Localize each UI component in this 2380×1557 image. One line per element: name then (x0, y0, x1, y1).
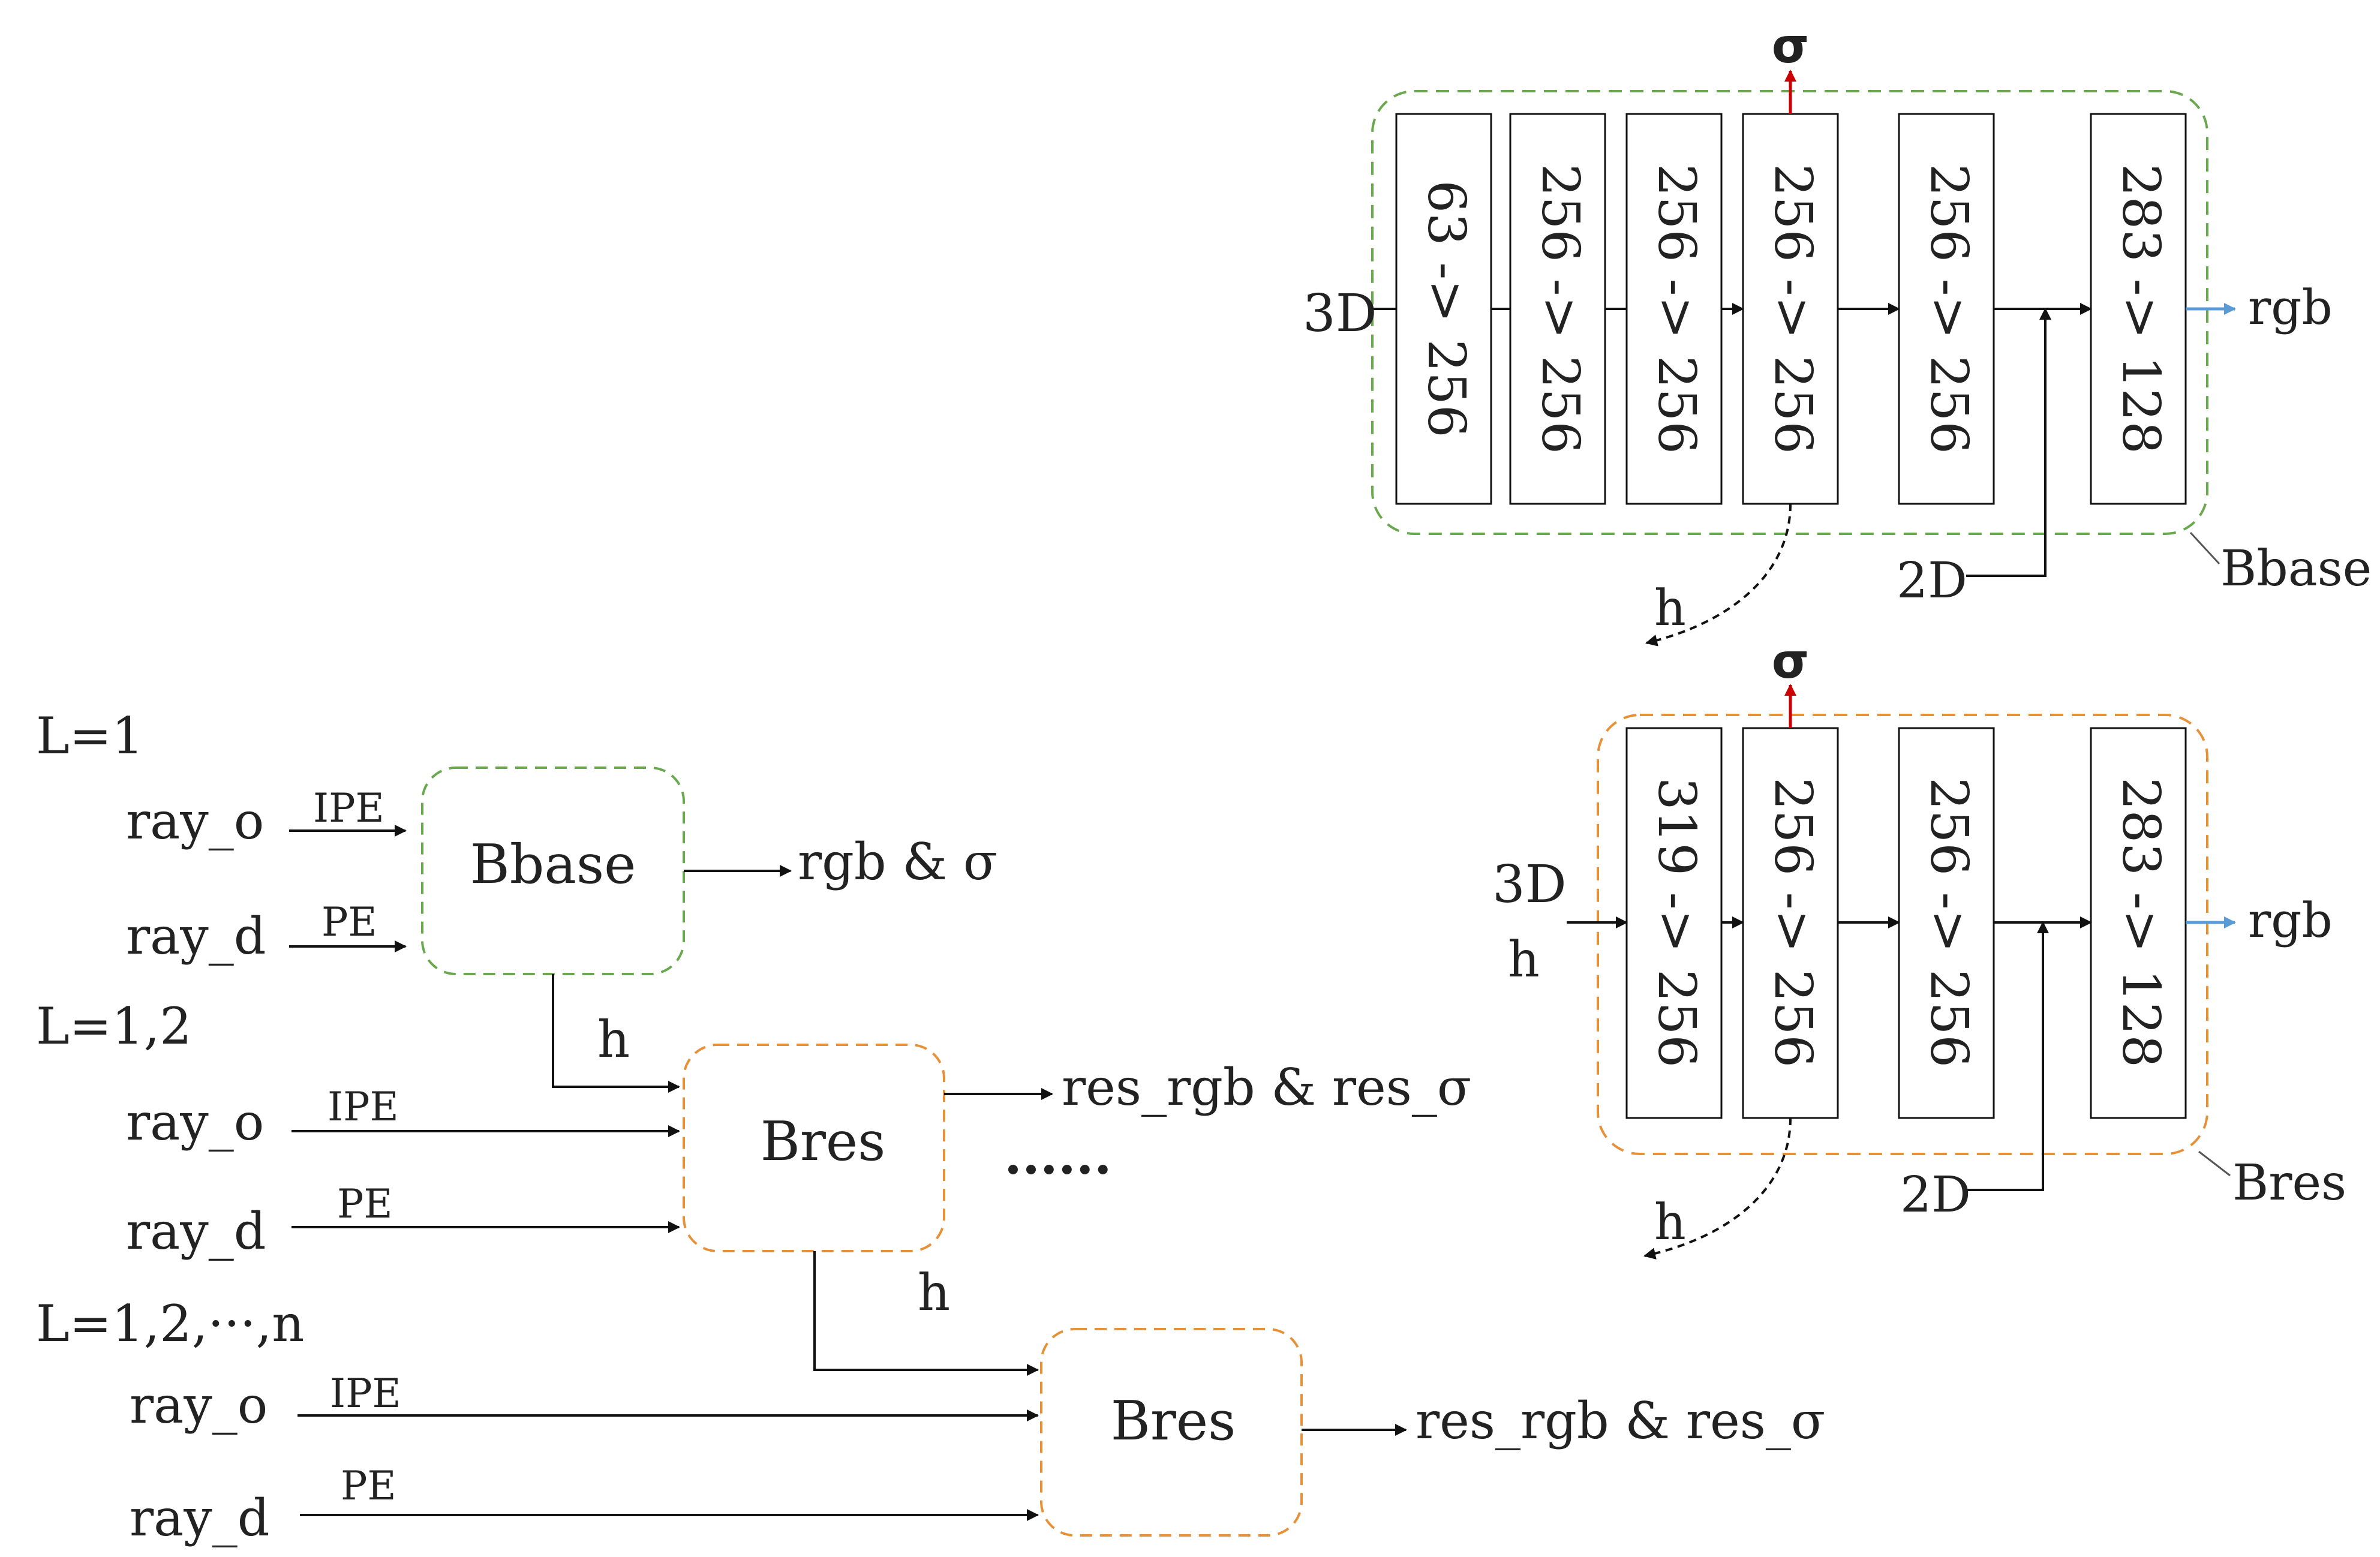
stage2-h-label: h (597, 1010, 630, 1069)
bbase-layer-4: 256 -> 256 (1763, 164, 1823, 454)
bres-name-label: Bres (2232, 1155, 2346, 1212)
bres-container (1597, 714, 2208, 1155)
bres-h-label: h (1654, 1194, 1686, 1251)
bbase-h-label: h (1654, 580, 1686, 637)
bres-input-2d: 2D (1900, 1167, 1971, 1224)
stage3-output: res_rgb & res_σ (1416, 1391, 1825, 1450)
stage3-h-label: h (918, 1263, 950, 1322)
bbase-input-2d: 2D (1897, 552, 1967, 609)
bres-layer-box-2 (1742, 727, 1839, 1119)
stage3-block (1040, 1328, 1303, 1537)
bbase-layer-box-5 (1898, 113, 1995, 505)
stage3-level: L=1,2,···,n (36, 1294, 304, 1353)
stage2-block-label: Bres (761, 1110, 886, 1173)
stage1-level: L=1 (36, 707, 144, 765)
bres-layer-3: 256 -> 256 (1919, 777, 1979, 1068)
stage2-ray-d: ray_d (126, 1202, 266, 1261)
stage2-enc-d: PE (337, 1181, 393, 1227)
stage3-enc-o: IPE (330, 1370, 401, 1417)
stage3-block-label: Bres (1111, 1390, 1236, 1453)
bbase-layer-1: 63 -> 256 (1416, 180, 1476, 437)
bres-layer-box-1 (1625, 727, 1723, 1119)
bres-layer-box-3 (1898, 727, 1995, 1119)
bbase-layer-3: 256 -> 256 (1646, 164, 1706, 454)
stage3-ray-d: ray_d (130, 1489, 269, 1547)
bbase-layer-box-6 (2090, 113, 2187, 505)
bres-layer-2: 256 -> 256 (1763, 777, 1823, 1068)
bres-input-3d: 3D (1492, 855, 1567, 915)
stage1-output: rgb & σ (798, 832, 997, 891)
bbase-rgb-label: rgb (2248, 279, 2333, 335)
ellipsis: ······ (1004, 1140, 1112, 1200)
bres-layer-1: 319 -> 256 (1646, 777, 1706, 1068)
bbase-layer-5: 256 -> 256 (1919, 164, 1979, 454)
bres-rgb-label: rgb (2248, 892, 2333, 948)
stage2-ray-o: ray_o (126, 1093, 264, 1152)
stage1-ray-o: ray_o (126, 792, 264, 850)
bres-input-h: h (1508, 931, 1540, 988)
pipeline: L=1 ray_o IPE ray_d PE Bbase rgb & σ h L… (36, 707, 1825, 1547)
bbase-layer-2: 256 -> 256 (1530, 164, 1590, 454)
bres-layer-box-4 (2090, 727, 2187, 1119)
bbase-layer-box-1 (1395, 113, 1492, 505)
bbase-layer-box-2 (1509, 113, 1606, 505)
bres-sigma-label: σ (1772, 633, 1809, 689)
bbase-layer-6: 283 -> 128 (2111, 164, 2171, 454)
stage1-block-label: Bbase (470, 833, 636, 896)
bbase-name-label: Bbase (2220, 540, 2372, 597)
stage1-enc-d: PE (321, 899, 377, 945)
bres-detail: 3D h 2D σ rgb h Bres 319 -> 256 256 -> 2… (1492, 633, 2346, 1260)
bres-layer-4: 283 -> 128 (2111, 777, 2171, 1068)
stage3-ray-o: ray_o (130, 1376, 268, 1435)
stage1-ray-d: ray_d (126, 907, 266, 966)
bbase-sigma-label: σ (1772, 18, 1809, 74)
stage3-enc-d: PE (341, 1463, 396, 1509)
stage2-block (683, 1044, 945, 1252)
stage2-level: L=1,2 (36, 997, 192, 1056)
stage2-output: res_rgb & res_σ (1062, 1058, 1471, 1117)
bbase-input-3d: 3D (1303, 284, 1377, 344)
stage2-enc-o: IPE (327, 1084, 399, 1130)
stage1-enc-o: IPE (313, 785, 384, 831)
bbase-detail: 3D 2D σ rgb h Bbase 63 -> 256 256 -> 256… (1303, 18, 2372, 647)
